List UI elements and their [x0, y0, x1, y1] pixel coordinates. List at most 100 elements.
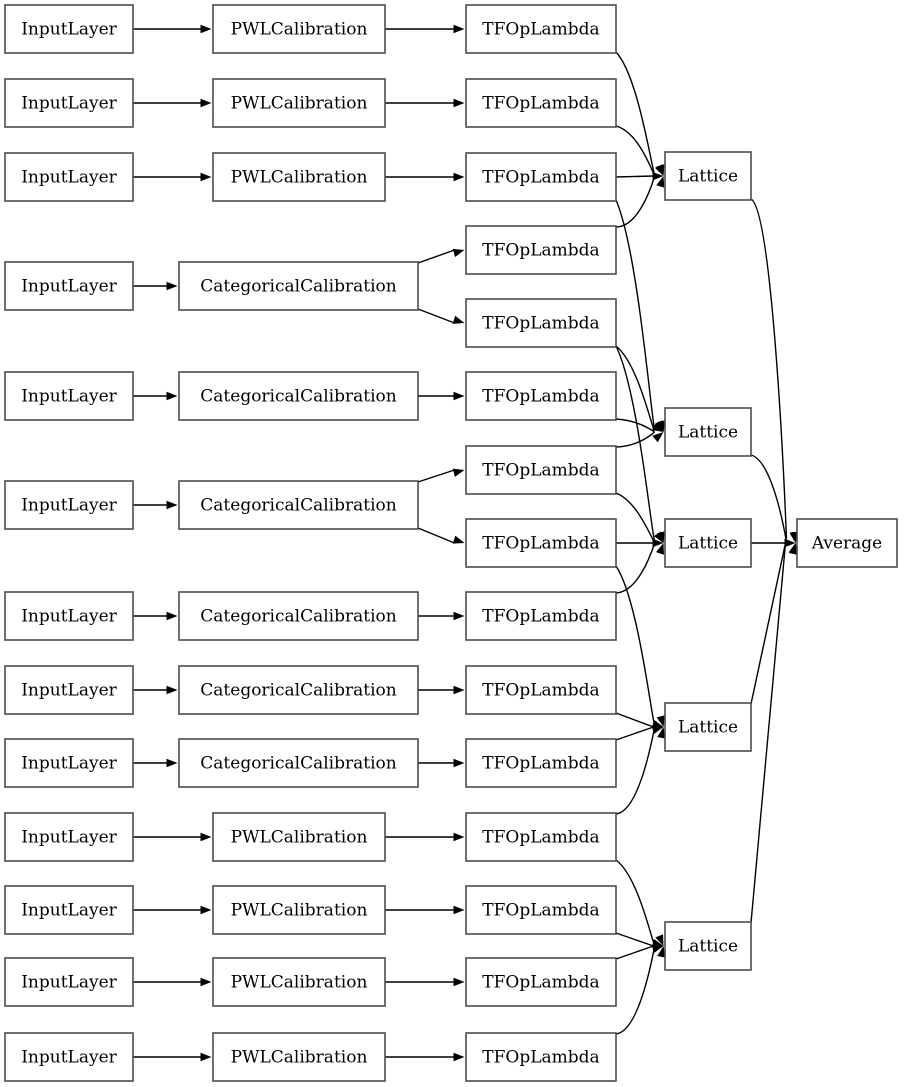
node-pwlcalibration-cal3[interactable]: PWLCalibration: [212, 152, 386, 202]
node-box[interactable]: [664, 407, 752, 457]
node-input-layer-in5[interactable]: InputLayer: [4, 371, 134, 421]
node-box[interactable]: [465, 957, 617, 1007]
node-box[interactable]: [4, 4, 134, 54]
node-box[interactable]: [4, 152, 134, 202]
node-input-layer-in2[interactable]: InputLayer: [4, 78, 134, 128]
node-box[interactable]: [178, 591, 419, 641]
node-categorical-calibration-cal6[interactable]: CategoricalCalibration: [178, 480, 419, 530]
node-categorical-calibration-cal7[interactable]: CategoricalCalibration: [178, 591, 419, 641]
node-tfop-lambda-op13[interactable]: TFOpLambda: [465, 885, 617, 935]
node-input-layer-in8[interactable]: InputLayer: [4, 665, 134, 715]
node-box[interactable]: [178, 480, 419, 530]
node-categorical-calibration-cal5[interactable]: CategoricalCalibration: [178, 371, 419, 421]
node-box[interactable]: [796, 518, 898, 568]
node-box[interactable]: [178, 371, 419, 421]
node-tfop-lambda-op1[interactable]: TFOpLambda: [465, 4, 617, 54]
node-box[interactable]: [4, 480, 134, 530]
node-tfop-lambda-op7[interactable]: TFOpLambda: [465, 445, 617, 495]
node-input-layer-in3[interactable]: InputLayer: [4, 152, 134, 202]
node-box[interactable]: [664, 151, 752, 201]
node-box[interactable]: [465, 78, 617, 128]
edge-op14-to-lat5: [615, 944, 664, 960]
node-tfop-lambda-op5[interactable]: TFOpLambda: [465, 298, 617, 348]
node-box[interactable]: [465, 225, 617, 275]
node-input-layer-in1[interactable]: InputLayer: [4, 4, 134, 54]
edge-cal4-to-op5: [417, 308, 465, 324]
node-categorical-calibration-cal9[interactable]: CategoricalCalibration: [178, 738, 419, 788]
node-box[interactable]: [212, 812, 386, 862]
node-box[interactable]: [465, 738, 617, 788]
node-box[interactable]: [4, 371, 134, 421]
node-box[interactable]: [465, 885, 617, 935]
node-pwlcalibration-cal1[interactable]: PWLCalibration: [212, 4, 386, 54]
node-box[interactable]: [664, 702, 752, 752]
node-box[interactable]: [465, 4, 617, 54]
node-box[interactable]: [178, 738, 419, 788]
node-label: PWLCalibration: [231, 1048, 368, 1068]
node-input-layer-in10[interactable]: InputLayer: [4, 812, 134, 862]
node-box[interactable]: [4, 812, 134, 862]
node-box[interactable]: [465, 1032, 617, 1082]
node-input-layer-in4[interactable]: InputLayer: [4, 261, 134, 311]
node-pwlcalibration-cal2[interactable]: PWLCalibration: [212, 78, 386, 128]
node-categorical-calibration-cal8[interactable]: CategoricalCalibration: [178, 665, 419, 715]
node-box[interactable]: [4, 665, 134, 715]
node-box[interactable]: [4, 957, 134, 1007]
node-tfop-lambda-op11[interactable]: TFOpLambda: [465, 738, 617, 788]
node-box[interactable]: [4, 1032, 134, 1082]
node-lattice-lat1[interactable]: Lattice: [664, 151, 752, 201]
node-box[interactable]: [212, 152, 386, 202]
node-categorical-calibration-cal4[interactable]: CategoricalCalibration: [178, 261, 419, 311]
node-box[interactable]: [465, 665, 617, 715]
node-tfop-lambda-op15[interactable]: TFOpLambda: [465, 1032, 617, 1082]
node-box[interactable]: [4, 78, 134, 128]
node-input-layer-in11[interactable]: InputLayer: [4, 885, 134, 935]
node-input-layer-in12[interactable]: InputLayer: [4, 957, 134, 1007]
node-input-layer-in9[interactable]: InputLayer: [4, 738, 134, 788]
node-box[interactable]: [465, 298, 617, 348]
node-tfop-lambda-op9[interactable]: TFOpLambda: [465, 591, 617, 641]
node-lattice-lat3[interactable]: Lattice: [664, 518, 752, 568]
node-box[interactable]: [212, 78, 386, 128]
node-lattice-lat4[interactable]: Lattice: [664, 702, 752, 752]
edge-arrowhead: [651, 939, 664, 948]
node-box[interactable]: [465, 371, 617, 421]
node-lattice-lat2[interactable]: Lattice: [664, 407, 752, 457]
node-pwlcalibration-cal10[interactable]: PWLCalibration: [212, 812, 386, 862]
node-box[interactable]: [4, 885, 134, 935]
node-tfop-lambda-op2[interactable]: TFOpLambda: [465, 78, 617, 128]
node-box[interactable]: [212, 885, 386, 935]
node-tfop-lambda-op10[interactable]: TFOpLambda: [465, 665, 617, 715]
node-input-layer-in13[interactable]: InputLayer: [4, 1032, 134, 1082]
node-box[interactable]: [664, 921, 752, 971]
node-box[interactable]: [4, 738, 134, 788]
node-tfop-lambda-op4[interactable]: TFOpLambda: [465, 225, 617, 275]
node-tfop-lambda-op8[interactable]: TFOpLambda: [465, 518, 617, 568]
node-pwlcalibration-cal12[interactable]: PWLCalibration: [212, 957, 386, 1007]
node-box[interactable]: [465, 152, 617, 202]
node-box[interactable]: [212, 4, 386, 54]
edge-arrowhead: [452, 248, 465, 258]
node-box[interactable]: [178, 261, 419, 311]
node-input-layer-in6[interactable]: InputLayer: [4, 480, 134, 530]
node-input-layer-in7[interactable]: InputLayer: [4, 591, 134, 641]
node-tfop-lambda-op6[interactable]: TFOpLambda: [465, 371, 617, 421]
node-lattice-lat5[interactable]: Lattice: [664, 921, 752, 971]
node-box[interactable]: [465, 445, 617, 495]
node-tfop-lambda-op12[interactable]: TFOpLambda: [465, 812, 617, 862]
node-box[interactable]: [465, 518, 617, 568]
node-box[interactable]: [212, 957, 386, 1007]
node-box[interactable]: [664, 518, 752, 568]
node-pwlcalibration-cal13[interactable]: PWLCalibration: [212, 1032, 386, 1082]
node-box[interactable]: [4, 591, 134, 641]
node-pwlcalibration-cal11[interactable]: PWLCalibration: [212, 885, 386, 935]
node-box[interactable]: [465, 591, 617, 641]
node-box[interactable]: [212, 1032, 386, 1082]
node-tfop-lambda-op3[interactable]: TFOpLambda: [465, 152, 617, 202]
node-box[interactable]: [465, 812, 617, 862]
node-box[interactable]: [178, 665, 419, 715]
node-box[interactable]: [4, 261, 134, 311]
node-label: TFOpLambda: [482, 168, 599, 188]
node-average-avg[interactable]: Average: [796, 518, 898, 568]
node-tfop-lambda-op14[interactable]: TFOpLambda: [465, 957, 617, 1007]
